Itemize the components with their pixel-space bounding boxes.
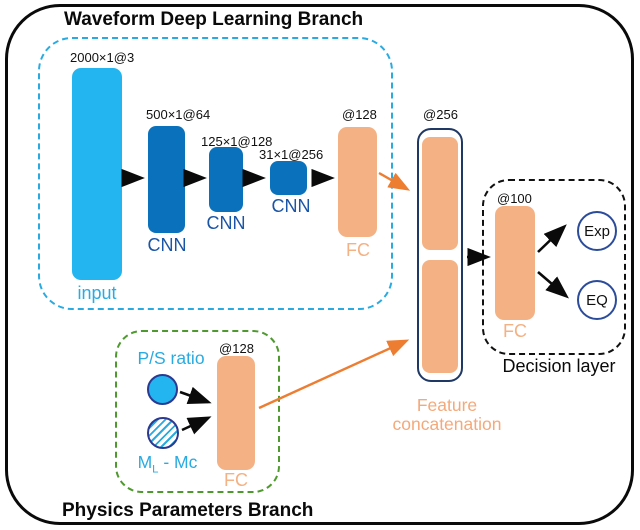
- input-dim-label: 2000×1@3: [70, 50, 135, 65]
- waveform-branch-title: Waveform Deep Learning Branch: [64, 9, 364, 30]
- cnn2-block: [209, 147, 243, 212]
- waveform-fc-label: FC: [346, 240, 370, 260]
- cnn2-dim-label: 125×1@128: [201, 134, 273, 149]
- input-block: [72, 68, 122, 280]
- waveform-fc-block: [338, 127, 377, 237]
- ml-mc-suffix: - Mc: [158, 452, 198, 472]
- physics-fc-dim-label: @128: [219, 341, 254, 356]
- ml-mc-label: ML - Mc: [120, 452, 215, 476]
- cnn1-label: CNN: [147, 235, 187, 255]
- physics-branch-box: [115, 330, 280, 493]
- ps-ratio-label: P/S ratio: [137, 348, 205, 368]
- decision-layer-box: [482, 179, 626, 355]
- cnn3-block: [270, 161, 307, 195]
- output-eq-label: EQ: [586, 291, 608, 309]
- ps-ratio-circle-icon: [147, 374, 178, 405]
- decision-fc-dim-label: @100: [497, 191, 532, 206]
- waveform-fc-dim-label: @128: [342, 107, 377, 122]
- physics-fc-block: [217, 356, 255, 470]
- output-circle-exp: Exp: [577, 211, 617, 251]
- output-exp-label: Exp: [584, 222, 610, 240]
- cnn3-dim-label: 31×1@256: [259, 147, 324, 162]
- decision-fc-label: FC: [503, 321, 527, 341]
- input-label: input: [77, 283, 117, 303]
- concat-dim-label: @256: [423, 107, 458, 122]
- concat-bottom-feature-block: [422, 260, 458, 373]
- ml-mc-hatched-circle-icon: [147, 417, 179, 449]
- ml-mc-prefix: M: [137, 452, 153, 472]
- cnn1-block: [148, 126, 185, 233]
- figure-outer-frame: [5, 4, 634, 525]
- concatenation-label: Feature concatenation: [392, 395, 502, 435]
- cnn1-dim-label: 500×1@64: [146, 107, 211, 122]
- decision-layer-label: Decision layer: [502, 356, 616, 376]
- decision-fc-block: [495, 206, 535, 320]
- concat-top-feature-block: [422, 137, 458, 250]
- cnn2-label: CNN: [206, 213, 246, 233]
- physics-branch-title: Physics Parameters Branch: [62, 500, 314, 521]
- cnn3-label: CNN: [271, 196, 311, 216]
- output-circle-eq: EQ: [577, 280, 617, 320]
- ml-mc-subscript: L: [152, 463, 159, 476]
- physics-fc-label: FC: [224, 470, 248, 490]
